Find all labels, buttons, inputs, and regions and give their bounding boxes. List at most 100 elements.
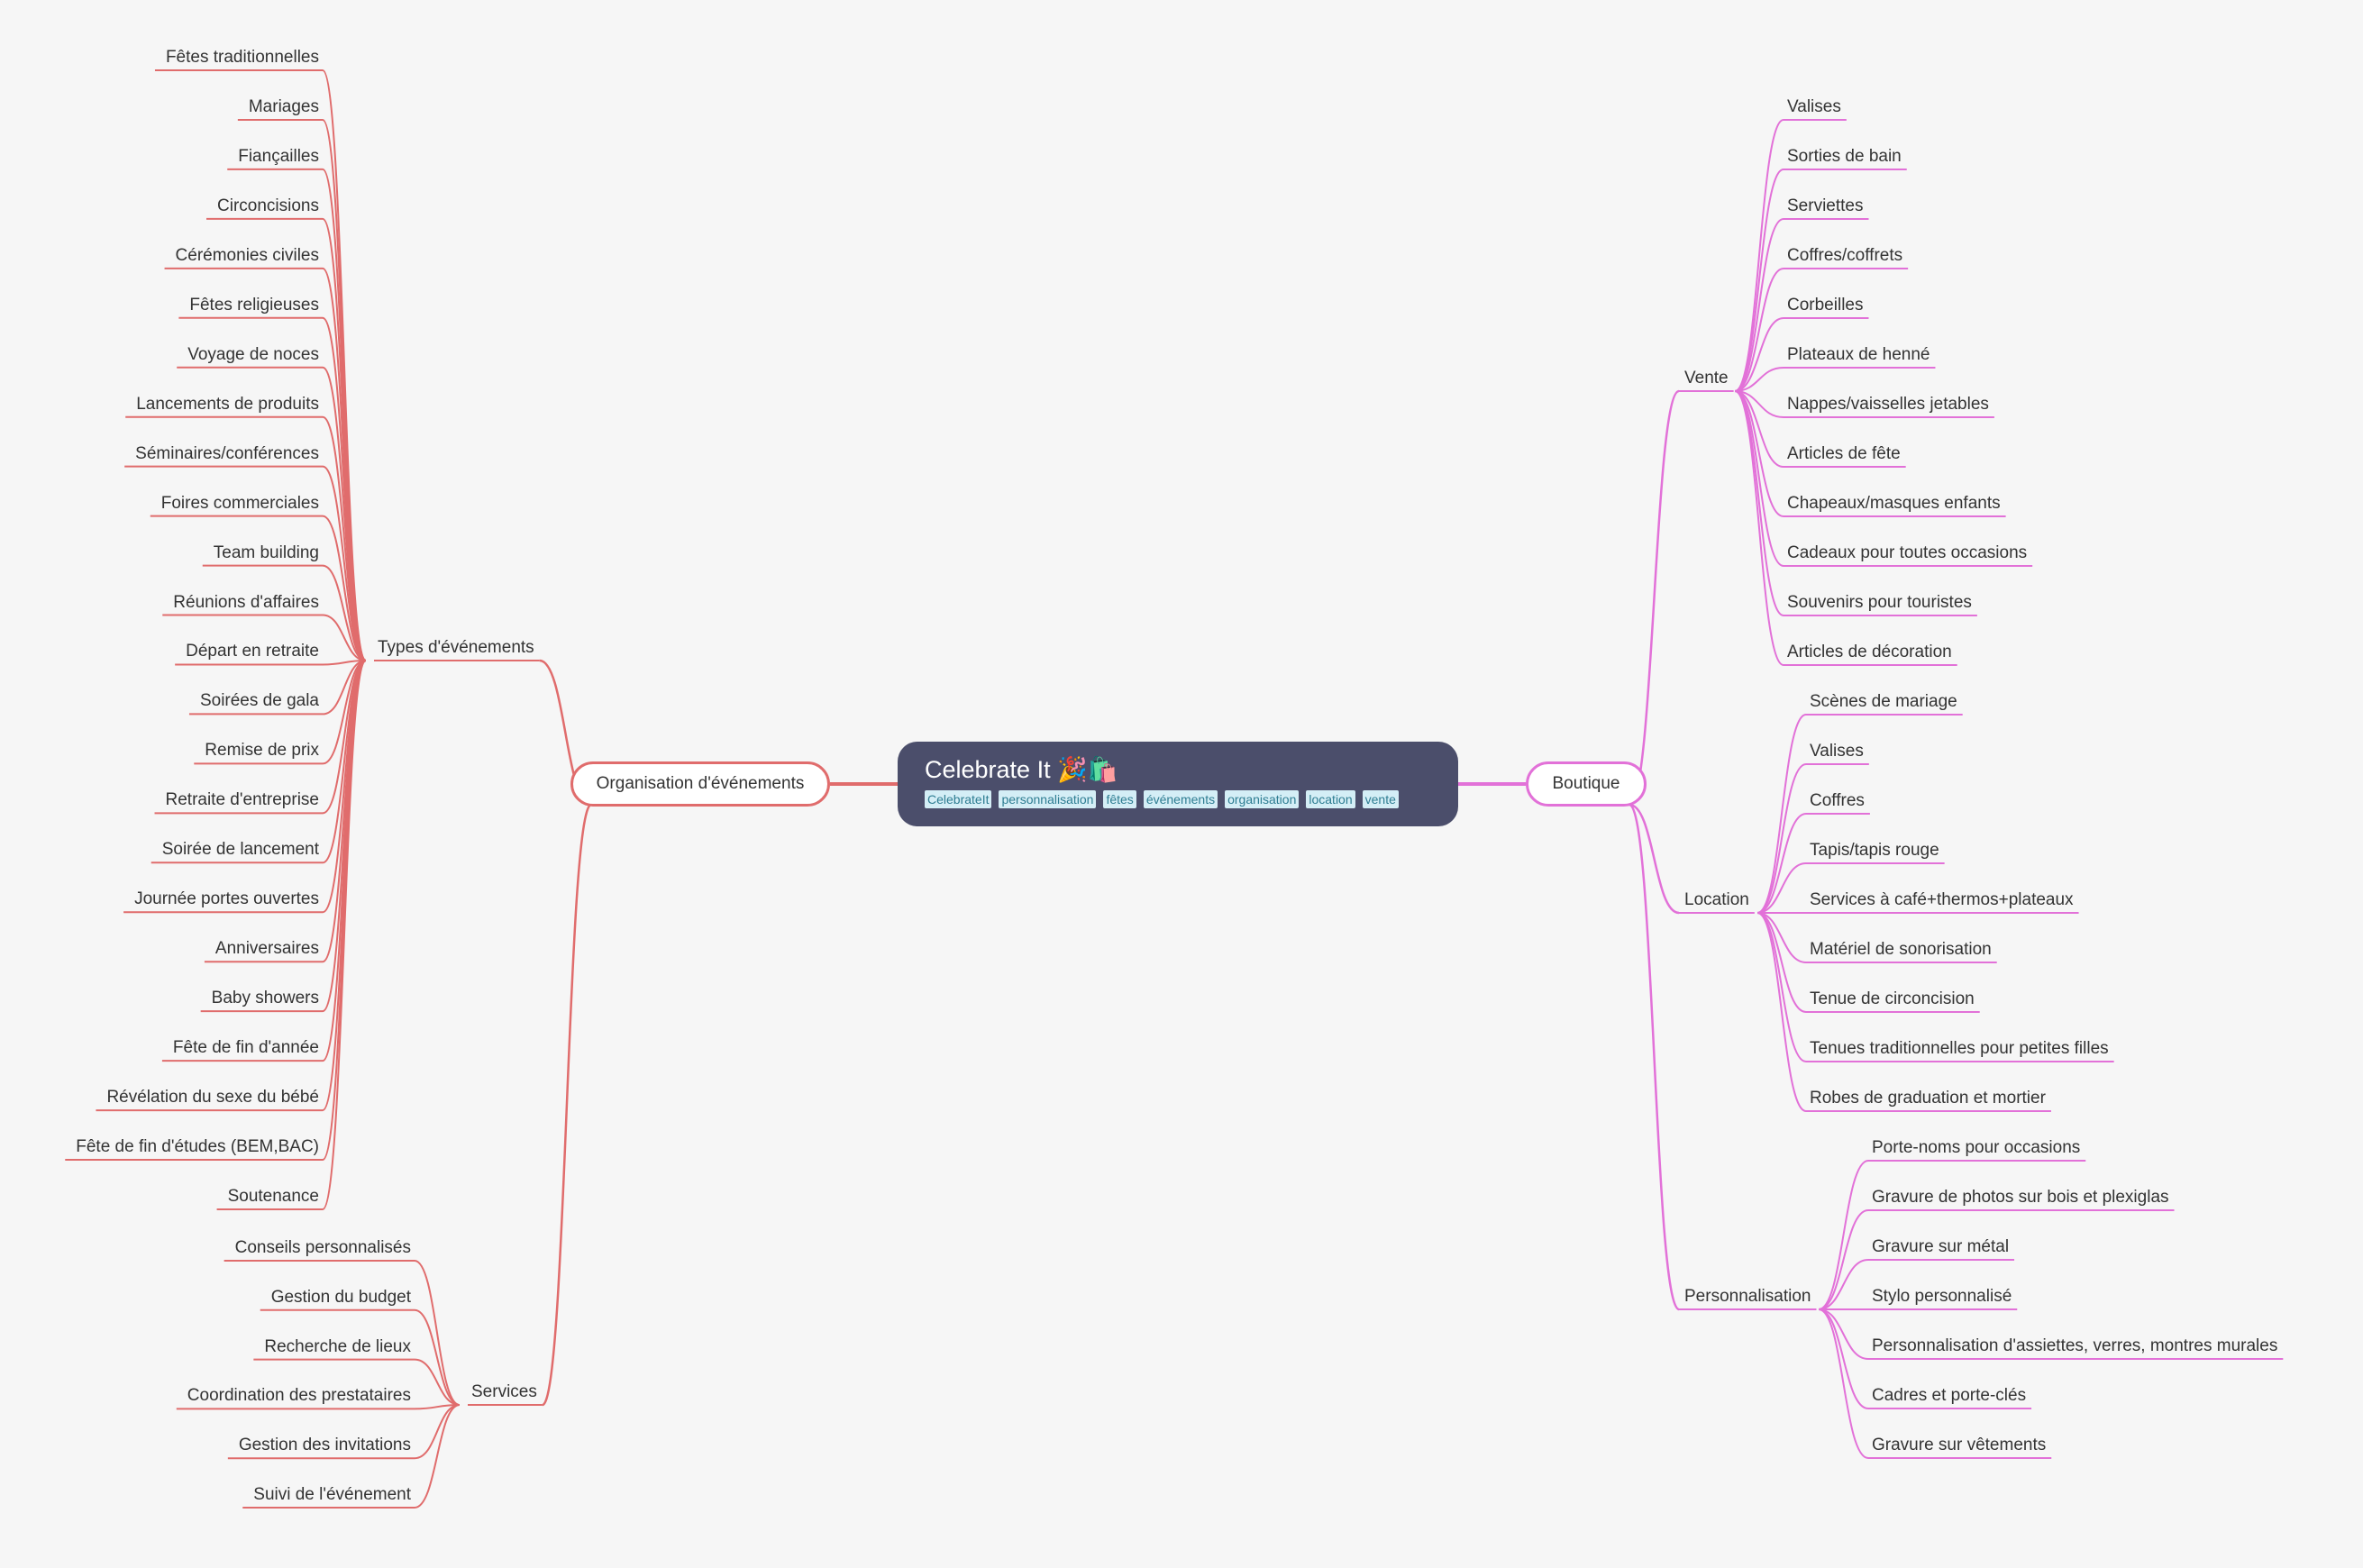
root-node[interactable]: Celebrate It 🎉🛍️ CelebrateIt personnalis… bbox=[898, 742, 1458, 826]
leaf-item[interactable]: Tapis/tapis rouge bbox=[1810, 841, 1939, 860]
leaf-item[interactable]: Révélation du sexe du bébé bbox=[106, 1088, 319, 1108]
branch-organisation-node[interactable]: Organisation d'événements bbox=[570, 761, 830, 807]
leaf-item[interactable]: Soirée de lancement bbox=[161, 840, 319, 860]
leaf-item[interactable]: Chapeaux/masques enfants bbox=[1787, 494, 2001, 513]
leaf-item[interactable]: Gravure de photos sur bois et plexiglas bbox=[1872, 1188, 2169, 1207]
leaf-link bbox=[1818, 1259, 1869, 1310]
group-label[interactable]: Services bbox=[471, 1382, 537, 1401]
leaf-item[interactable]: Baby showers bbox=[211, 989, 319, 1008]
group-label[interactable]: Vente bbox=[1684, 369, 1729, 387]
leaf-item[interactable]: Cadres et porte-clés bbox=[1872, 1386, 2027, 1405]
leaf-item[interactable]: Recherche de lieux bbox=[264, 1336, 411, 1356]
leaf-item[interactable]: Fête de fin d'année bbox=[172, 1038, 319, 1058]
leaf-item[interactable]: Stylo personnalisé bbox=[1872, 1287, 2012, 1306]
leaf-item[interactable]: Retraite d'entreprise bbox=[165, 790, 320, 810]
leaf-link bbox=[1734, 367, 1784, 392]
leaf-item[interactable]: Lancements de produits bbox=[136, 394, 319, 414]
group-label[interactable]: Location bbox=[1684, 890, 1749, 909]
root-tag[interactable]: CelebrateIt bbox=[925, 790, 992, 808]
leaf-item[interactable]: Séminaires/conférences bbox=[135, 443, 319, 463]
leaf-item[interactable]: Départ en retraite bbox=[186, 642, 319, 661]
leaf-link bbox=[322, 118, 367, 661]
leaf-item[interactable]: Anniversaires bbox=[214, 939, 319, 959]
leaf-link bbox=[1756, 813, 1807, 914]
leaf-link bbox=[1756, 912, 1807, 1112]
leaf-item[interactable]: Tenues traditionnelles pour petites fill… bbox=[1810, 1039, 2109, 1058]
group-label[interactable]: Types d'événements bbox=[378, 638, 534, 657]
leaf-item[interactable]: Fête de fin d'études (BEM,BAC) bbox=[76, 1137, 319, 1157]
leaf-item[interactable]: Réunions d'affaires bbox=[173, 592, 319, 612]
leaf-item[interactable]: Gravure sur métal bbox=[1872, 1237, 2010, 1256]
leaf-link bbox=[1734, 119, 1784, 392]
leaf-item[interactable]: Team building bbox=[213, 542, 319, 562]
leaf-link bbox=[1734, 390, 1784, 666]
leaf-item[interactable]: Personnalisation d'assiettes, verres, mo… bbox=[1872, 1336, 2278, 1355]
leaf-item[interactable]: Robes de graduation et mortier bbox=[1810, 1089, 2046, 1108]
root-tag[interactable]: personnalisation bbox=[999, 790, 1097, 808]
leaf-item[interactable]: Remise de prix bbox=[205, 741, 319, 761]
root-tag[interactable]: organisation bbox=[1225, 790, 1300, 808]
leaf-item[interactable]: Conseils personnalisés bbox=[234, 1238, 411, 1257]
leaf-item[interactable]: Cadeaux pour toutes occasions bbox=[1787, 543, 2028, 562]
leaf-item[interactable]: Suivi de l'événement bbox=[253, 1485, 411, 1504]
leaf-item[interactable]: Souvenirs pour touristes bbox=[1787, 593, 1972, 612]
leaf-item[interactable]: Circoncisions bbox=[217, 196, 319, 215]
leaf-link bbox=[414, 1404, 461, 1460]
group-label[interactable]: Personnalisation bbox=[1684, 1287, 1811, 1306]
leaf-item[interactable]: Articles de fête bbox=[1787, 444, 1901, 463]
leaf-item[interactable]: Fiançailles bbox=[238, 146, 319, 166]
leaf-link bbox=[1818, 1160, 1869, 1310]
leaf-item[interactable]: Serviettes bbox=[1787, 196, 1864, 215]
leaf-item[interactable]: Cérémonies civiles bbox=[175, 245, 319, 265]
leaf-item[interactable]: Articles de décoration bbox=[1787, 643, 1952, 661]
leaf-item[interactable]: Mariages bbox=[248, 96, 319, 116]
leaf-link bbox=[322, 614, 367, 661]
leaf-link bbox=[1756, 912, 1807, 1062]
leaf-item[interactable]: Voyage de noces bbox=[187, 344, 319, 364]
leaf-link bbox=[414, 1404, 461, 1509]
leaf-item[interactable]: Nappes/vaisselles jetables bbox=[1787, 395, 1989, 414]
leaf-item[interactable]: Valises bbox=[1810, 742, 1864, 761]
root-tag[interactable]: vente bbox=[1362, 790, 1399, 808]
leaf-item[interactable]: Journée portes ouvertes bbox=[134, 889, 319, 909]
leaf-item[interactable]: Coffres bbox=[1810, 791, 1865, 810]
leaf-item[interactable]: Fêtes traditionnelles bbox=[165, 48, 319, 67]
leaf-item[interactable]: Corbeilles bbox=[1787, 296, 1864, 315]
leaf-item[interactable]: Matériel de sonorisation bbox=[1810, 940, 1992, 959]
root-tag[interactable]: location bbox=[1306, 790, 1355, 808]
leaf-link bbox=[322, 660, 367, 716]
branch-link bbox=[1629, 803, 1680, 915]
root-tag[interactable]: fêtes bbox=[1103, 790, 1136, 808]
leaf-item[interactable]: Coffres/coffrets bbox=[1787, 246, 1903, 265]
leaf-item[interactable]: Gravure sur vêtements bbox=[1872, 1436, 2047, 1454]
leaf-link bbox=[1734, 317, 1784, 392]
leaf-link bbox=[1756, 862, 1807, 914]
leaf-link bbox=[1756, 714, 1807, 914]
leaf-link bbox=[1734, 169, 1784, 392]
leaf-item[interactable]: Tenue de circoncision bbox=[1810, 989, 1975, 1008]
leaf-item[interactable]: Foires commerciales bbox=[160, 493, 319, 513]
leaf-item[interactable]: Soutenance bbox=[227, 1187, 319, 1206]
leaf-link bbox=[1756, 912, 1807, 963]
root-tags: CelebrateIt personnalisation fêtes événe… bbox=[925, 790, 1431, 808]
leaf-item[interactable]: Gestion des invitations bbox=[238, 1436, 411, 1455]
leaf-item[interactable]: Soirées de gala bbox=[199, 691, 319, 711]
leaf-item[interactable]: Valises bbox=[1787, 97, 1841, 116]
leaf-item[interactable]: Fêtes religieuses bbox=[189, 295, 319, 315]
root-tag[interactable]: événements bbox=[1143, 790, 1218, 808]
leaf-item[interactable]: Services à café+thermos+plateaux bbox=[1810, 890, 2074, 909]
leaf-item[interactable]: Porte-noms pour occasions bbox=[1872, 1138, 2081, 1157]
leaf-link bbox=[1818, 1308, 1869, 1409]
root-title: Celebrate It 🎉🛍️ bbox=[925, 756, 1118, 783]
leaf-link bbox=[1734, 390, 1784, 616]
leaf-item[interactable]: Coordination des prestataires bbox=[187, 1386, 411, 1406]
leaf-item[interactable]: Sorties de bain bbox=[1787, 147, 1902, 166]
leaf-link bbox=[414, 1358, 461, 1406]
branch-boutique-node[interactable]: Boutique bbox=[1526, 761, 1647, 807]
leaf-item[interactable]: Scènes de mariage bbox=[1810, 692, 1957, 711]
leaf-item[interactable]: Gestion du budget bbox=[270, 1287, 411, 1307]
leaf-item[interactable]: Plateaux de henné bbox=[1787, 345, 1930, 364]
leaf-link bbox=[414, 1260, 461, 1406]
